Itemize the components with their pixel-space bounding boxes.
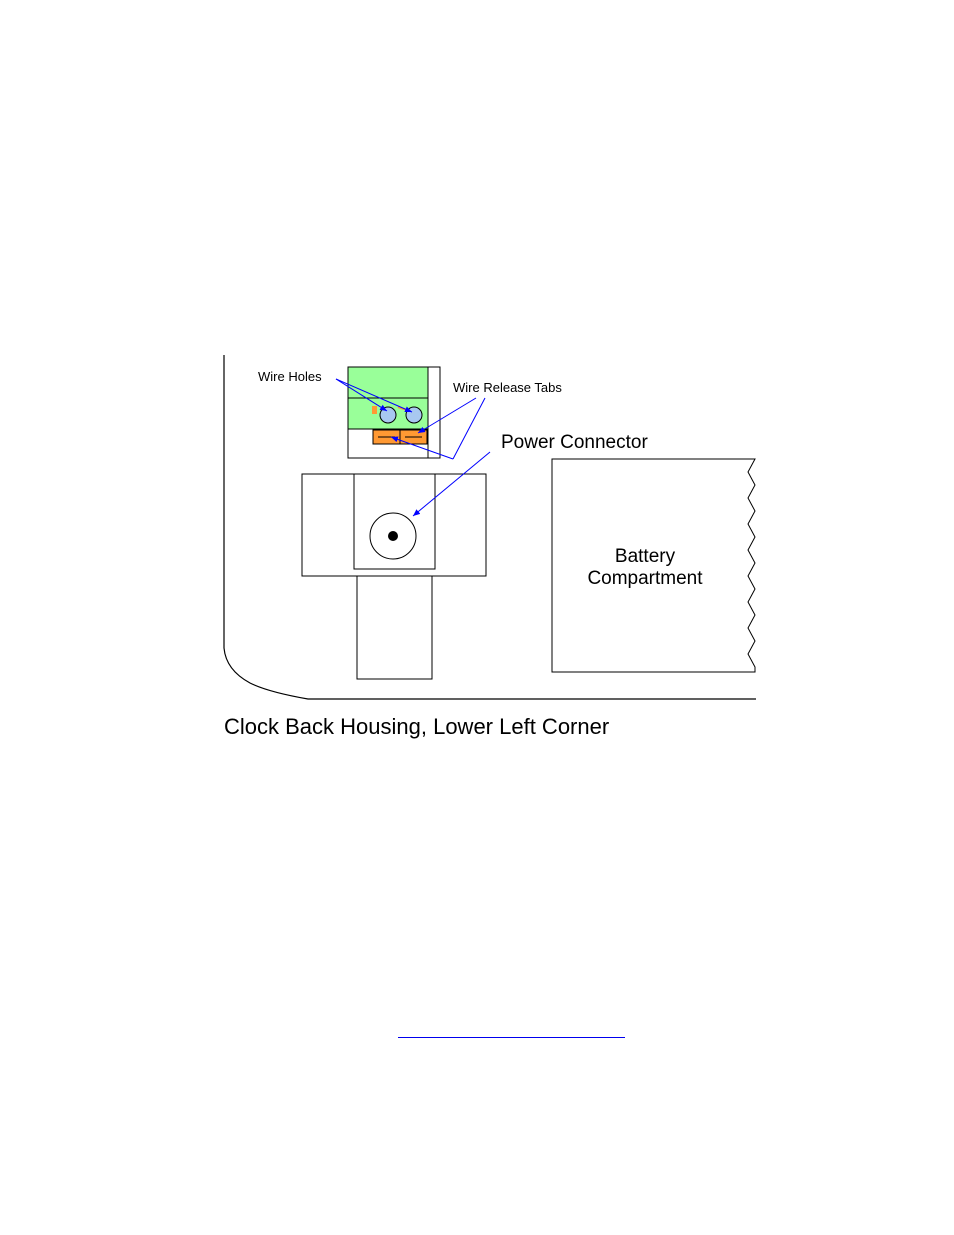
label-wire-holes: Wire Holes: [258, 369, 322, 384]
arrow-release-tab-left: [452, 397, 486, 460]
battery-compartment: [551, 458, 756, 673]
wire-hole-right: [405, 406, 423, 424]
terminal-block: [347, 366, 441, 459]
arrow-power-connector: [412, 451, 491, 517]
hyperlink-underline[interactable]: [398, 1037, 625, 1038]
housing-outline: [223, 355, 756, 700]
label-battery-line1: Battery: [615, 546, 676, 567]
annotation-arrows: [335, 378, 491, 517]
power-connector-stem: [356, 575, 433, 680]
arrow-wire-hole-right: [335, 378, 413, 413]
power-jack-pin: [388, 531, 398, 541]
label-power-connector: Power Connector: [501, 432, 648, 453]
arrow-release-tab-right: [417, 397, 477, 434]
wire-orange-marker: [372, 406, 377, 414]
arrow-wire-hole-left: [335, 378, 388, 412]
wire-hole-left: [379, 406, 397, 424]
power-connector: [301, 473, 487, 680]
label-wire-release-tabs: Wire Release Tabs: [453, 380, 562, 395]
diagram-caption: Clock Back Housing, Lower Left Corner: [224, 714, 609, 739]
label-battery-line2: Compartment: [587, 568, 703, 589]
